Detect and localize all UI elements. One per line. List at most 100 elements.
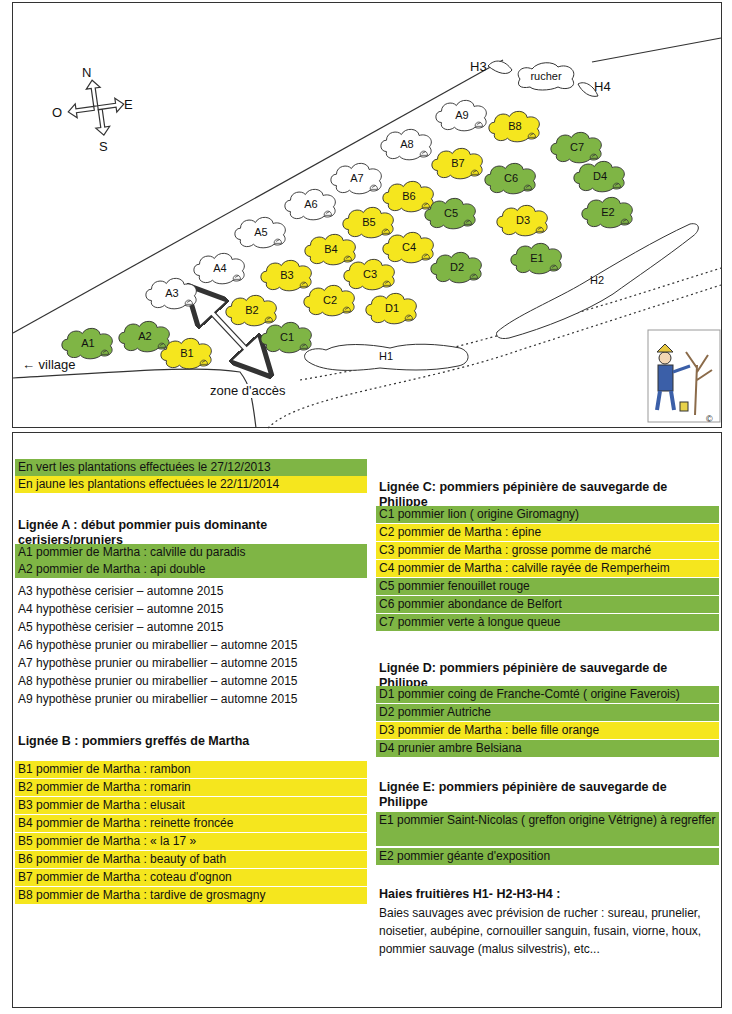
outline-path xyxy=(574,161,624,191)
tree-label: D2 xyxy=(450,261,464,273)
compass-rose xyxy=(67,79,124,136)
trunk-mark xyxy=(475,122,482,126)
table-row: B6 pommier de Martha : beauty of bath xyxy=(15,851,367,868)
trunk-mark xyxy=(265,317,272,321)
table-row: C2 pommier de Martha : épine xyxy=(376,524,719,541)
table-row: B8 pommier de Martha : tardive de grosma… xyxy=(15,887,367,904)
trunk-mark xyxy=(470,274,477,278)
outline-path xyxy=(235,217,285,247)
legend-text: En jaune les plantations effectuées le 2… xyxy=(18,477,279,491)
tree-label: H2 xyxy=(590,274,604,286)
tree-label: B7 xyxy=(451,157,464,169)
outline-path xyxy=(62,328,112,358)
tree-label: rucher xyxy=(530,70,561,82)
trunk-mark xyxy=(590,154,597,158)
table-row: A4 hypothèse cerisier – automne 2015 xyxy=(15,601,367,618)
trunk-mark xyxy=(405,315,412,319)
table-row: E2 pommier géante d'exposition xyxy=(376,848,719,865)
table-row: C1 pommier lion ( origine Giromagny) xyxy=(376,506,719,523)
map-label: H3 xyxy=(470,60,487,74)
table-row: B1 pommier de Martha : rambon xyxy=(15,761,367,778)
outline-path xyxy=(226,295,276,325)
table-row: A9 hypothèse prunier ou mirabellier – au… xyxy=(15,691,367,708)
trunk-mark xyxy=(343,307,350,311)
tree-crown: A5 xyxy=(233,215,289,249)
tree-label: A6 xyxy=(304,198,317,210)
tree-crown: B8 xyxy=(487,109,543,143)
table-row: B2 pommier de Martha : romarin xyxy=(15,779,367,796)
outline-path xyxy=(518,63,574,90)
table-row: D1 pommier coing de Franche-Comté ( orig… xyxy=(376,686,719,703)
tree-crown: B2 xyxy=(224,293,280,327)
tree-label: B3 xyxy=(280,269,293,281)
hedge-shape: H2 xyxy=(495,220,700,340)
trunk-mark xyxy=(200,360,207,364)
outline-path xyxy=(497,205,547,235)
table-row: D2 pommier Autriche xyxy=(376,704,719,721)
tree-crown: A2 xyxy=(117,319,173,353)
tree-crown: A8 xyxy=(379,127,435,161)
tree-label: B8 xyxy=(508,120,521,132)
table-row: D3 pommier de Martha : belle fille orang… xyxy=(376,722,719,739)
outline-path xyxy=(161,338,211,368)
table-row: C5 pommier fenouillet rouge xyxy=(376,578,719,595)
table-row: B3 pommier de Martha : elusait xyxy=(15,797,367,814)
tree-label: E1 xyxy=(530,252,543,264)
tree-label: C1 xyxy=(280,331,294,343)
trunk-mark xyxy=(524,185,531,189)
tree-label: A9 xyxy=(455,109,468,121)
table-row: A7 hypothèse prunier ou mirabellier – au… xyxy=(15,655,367,672)
outline-path xyxy=(381,129,431,159)
table-row: B5 pommier de Martha : « la 17 » xyxy=(15,833,367,850)
small-hedges xyxy=(488,61,598,96)
trunk-mark xyxy=(233,275,240,279)
tree-crown: A6 xyxy=(283,187,339,221)
tree-label: C5 xyxy=(444,207,458,219)
tree-crown: E2 xyxy=(580,195,636,229)
tree-crown: D2 xyxy=(429,250,485,284)
outline-path xyxy=(489,111,539,141)
tree-label: A3 xyxy=(165,287,178,299)
tree-crown: B4 xyxy=(303,232,359,266)
hedge-shape: H1 xyxy=(300,340,472,372)
table-row: B4 pommier de Martha : reinette froncée xyxy=(15,815,367,832)
trunk-mark xyxy=(536,227,543,231)
trunk-mark xyxy=(101,350,108,354)
tree-label: A1 xyxy=(81,337,94,349)
trunk-mark xyxy=(300,282,307,286)
tree-label: A8 xyxy=(400,138,413,150)
tree-crown: A7 xyxy=(329,161,385,195)
tree-crown: A4 xyxy=(192,251,248,285)
copyright-mark: © xyxy=(706,412,713,426)
outline-path xyxy=(344,259,394,289)
outline-path xyxy=(305,234,355,264)
outline-path xyxy=(304,285,354,315)
tree-label: C4 xyxy=(402,241,416,253)
tree-crown: C4 xyxy=(381,230,437,264)
tree-label: C6 xyxy=(504,172,518,184)
tree-label: A2 xyxy=(138,330,151,342)
table-row: C4 pommier de Martha : calville rayée de… xyxy=(376,560,719,577)
tree-crown: C3 xyxy=(342,257,398,291)
outline-path xyxy=(431,252,481,282)
trunk-mark xyxy=(420,151,427,155)
tree-label: C7 xyxy=(570,141,584,153)
field-border xyxy=(13,38,721,428)
hedge-shape: rucher xyxy=(514,61,578,91)
table-row: Baies sauvages avec prévision de rucher … xyxy=(376,903,719,959)
legend-swatch: En jaune les plantations effectuées le 2… xyxy=(15,476,367,493)
trunk-mark xyxy=(324,211,331,215)
map-label: E xyxy=(124,98,133,112)
trunk-mark xyxy=(621,219,628,223)
map-label: S xyxy=(99,140,108,154)
table-row: C7 pommier verte à longue queue xyxy=(376,614,719,631)
tree-label: A7 xyxy=(350,172,363,184)
tree-crown: A1 xyxy=(60,326,116,360)
tree-label: B1 xyxy=(180,347,193,359)
tree-crown: B3 xyxy=(259,258,315,292)
table-row: A2 pommier de Martha : api double xyxy=(15,561,367,578)
tree-crown: D1 xyxy=(364,291,420,325)
trunk-mark xyxy=(383,281,390,285)
legend-swatch: En vert les plantations effectuées le 27… xyxy=(15,459,367,476)
tree-crown: C1 xyxy=(259,320,315,354)
